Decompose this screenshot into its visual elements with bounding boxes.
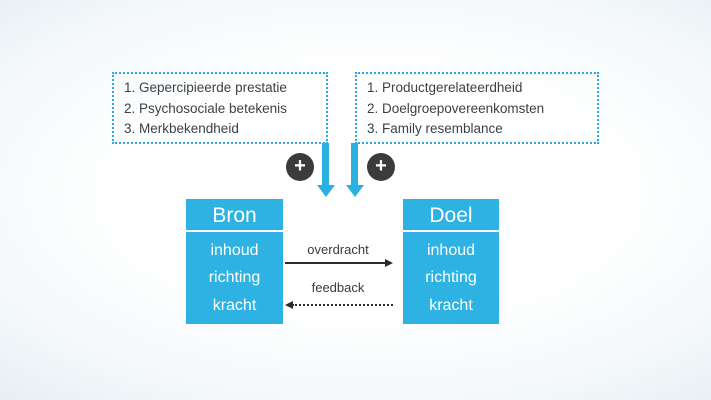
overdracht-label: overdracht bbox=[307, 242, 369, 257]
feedback-arrow bbox=[292, 304, 393, 306]
box-row: richting bbox=[208, 269, 261, 286]
list-item: 2. Doelgroepovereenkomsten bbox=[367, 100, 545, 116]
arrow-head bbox=[346, 185, 364, 197]
arrow-shaft bbox=[322, 143, 329, 185]
box-divider bbox=[403, 230, 499, 232]
doel-box: Doel inhoud richting kracht bbox=[403, 199, 499, 324]
box-row: inhoud bbox=[426, 241, 476, 259]
list-item: 2. Psychosociale betekenis bbox=[124, 100, 287, 116]
list-item: 1. Productgerelateerdheid bbox=[367, 79, 523, 95]
bron-box: Bron inhoud richting kracht bbox=[186, 199, 283, 324]
list-item: 1. Gepercipieerde prestatie bbox=[124, 79, 287, 95]
arrow-shaft bbox=[351, 143, 358, 185]
list-item: 3. Family resemblance bbox=[367, 121, 503, 137]
list-item: 3. Merkbekendheid bbox=[124, 121, 239, 137]
overdracht-arrow-head bbox=[385, 259, 393, 267]
left-criteria-box: 1. Gepercipieerde prestatie 2. Psychosoc… bbox=[112, 72, 328, 144]
plus-icon: + bbox=[286, 153, 314, 181]
box-title: Bron bbox=[212, 204, 257, 227]
feedback-arrow-head bbox=[285, 301, 293, 309]
arrow-head bbox=[317, 185, 335, 197]
box-row: kracht bbox=[212, 296, 257, 314]
plus-icon: + bbox=[367, 153, 395, 181]
overdracht-arrow bbox=[285, 262, 386, 264]
box-title: Doel bbox=[429, 204, 473, 227]
box-row: inhoud bbox=[210, 241, 259, 259]
box-row: richting bbox=[425, 269, 477, 286]
right-criteria-box: 1. Productgerelateerdheid 2. Doelgroepov… bbox=[355, 72, 599, 144]
box-row: kracht bbox=[429, 296, 473, 314]
box-divider bbox=[186, 230, 283, 232]
feedback-label: feedback bbox=[311, 280, 365, 295]
